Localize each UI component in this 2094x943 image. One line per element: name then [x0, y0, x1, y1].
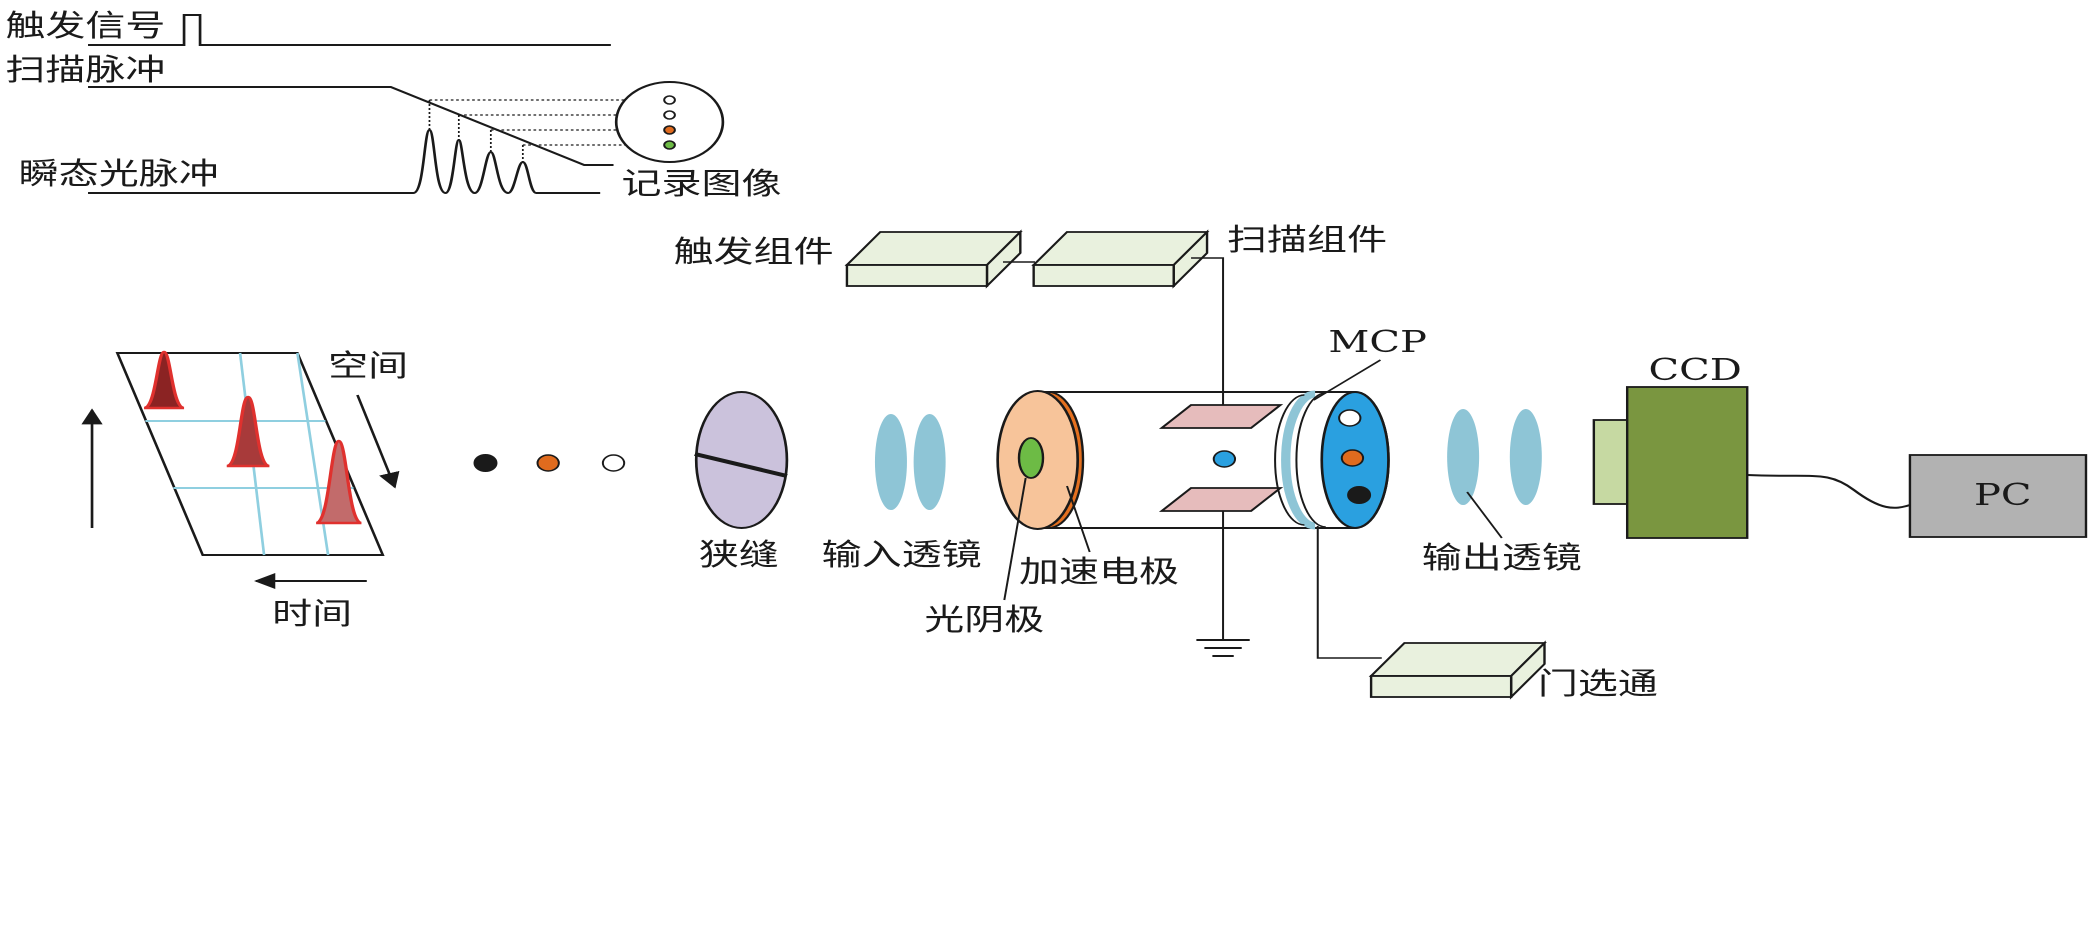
output-lens-label: 输出透镜 — [1422, 541, 1582, 576]
gating-label: 门选通 — [1538, 667, 1658, 702]
input-lens: 输入透镜 — [822, 414, 982, 573]
timing-section: 触发信号 扫描脉冲 瞬态光脉冲 记录图像 — [5, 9, 781, 202]
image-dot-4 — [663, 140, 676, 150]
scan-module: 扫描组件 — [1031, 223, 1387, 289]
transient-light-pulse-waveform — [88, 128, 601, 195]
deflection-plate-top — [1158, 404, 1284, 429]
pc-box — [1908, 454, 2088, 538]
streak-image-panel: 空间 时间 — [81, 349, 408, 632]
gating-module: 门选通 — [1368, 640, 1658, 702]
accel-electrode-leader — [1066, 485, 1091, 553]
space-axis-arrow — [356, 394, 400, 489]
ccd-pc-cable — [1747, 474, 1911, 509]
space-axis-label: 空间 — [328, 349, 408, 384]
mcp-leader — [1313, 359, 1382, 401]
recorded-image-label: 记录图像 — [622, 167, 782, 202]
input-lens-left — [874, 414, 907, 510]
scan-pulse-label: 扫描脉冲 — [5, 53, 165, 88]
slit-label: 狭缝 — [699, 538, 779, 573]
input-lens-label: 输入透镜 — [822, 538, 982, 573]
pulse-peak-3 — [314, 439, 364, 525]
ccd-body — [1625, 386, 1749, 539]
recorded-image-screen — [614, 81, 725, 163]
photocathode-spot — [1017, 437, 1045, 479]
input-dot-dark — [473, 454, 498, 472]
screen-dot-dark — [1347, 486, 1372, 504]
output-lens: 输出透镜 — [1422, 409, 1582, 576]
gating-wire — [1316, 526, 1382, 659]
slit-opening — [694, 452, 788, 478]
output-lens-leader — [1466, 491, 1503, 539]
pulse-peak-1 — [143, 350, 185, 410]
scan-module-label: 扫描组件 — [1227, 223, 1387, 258]
trigger-module-label: 触发组件 — [674, 235, 834, 270]
ccd-camera: CCD — [1592, 353, 1749, 539]
output-lens-right — [1509, 409, 1542, 505]
slit-disc — [694, 391, 789, 529]
output-lens-left — [1447, 409, 1480, 505]
input-dot-orange — [536, 454, 560, 472]
photocathode-label: 光阴极 — [924, 603, 1044, 638]
input-lens-right — [913, 414, 946, 510]
ccd-lens-mount — [1592, 419, 1630, 505]
mcp-edge-2 — [1295, 392, 1326, 528]
ccd-label: CCD — [1649, 353, 1742, 388]
trigger-signal-label: 触发信号 — [5, 9, 165, 44]
photocathode-leader — [1003, 477, 1027, 601]
image-dot-2 — [663, 110, 676, 120]
scan-module-wire — [1191, 257, 1225, 405]
pulse-peak-2 — [225, 395, 271, 468]
screen-dot-orange — [1340, 449, 1365, 467]
streak-tube: MCP 光阴极 加速电极 — [924, 325, 1427, 659]
input-dot-white — [601, 454, 626, 472]
deflection-plate-bottom — [1158, 487, 1284, 512]
trigger-signal-waveform — [88, 14, 611, 46]
accel-electrode-label: 加速电极 — [1019, 555, 1179, 590]
trigger-module: 触发组件 — [674, 229, 1023, 289]
scan-pulse-ramp — [88, 86, 614, 166]
pc-label: PC — [1974, 478, 2032, 513]
mcp-label: MCP — [1328, 325, 1427, 360]
transient-light-pulse-label: 瞬态光脉冲 — [19, 157, 219, 192]
electron-beam-dot — [1212, 450, 1237, 468]
mcp-plate — [1281, 390, 1316, 530]
slit: 狭缝 — [694, 391, 789, 573]
mcp-edge-1 — [1274, 394, 1305, 526]
time-axis-label: 时间 — [272, 597, 352, 632]
image-dot-3 — [663, 125, 676, 135]
image-dot-1 — [663, 95, 676, 105]
screen-dot-white — [1338, 409, 1362, 427]
pc: PC — [1908, 454, 2088, 538]
